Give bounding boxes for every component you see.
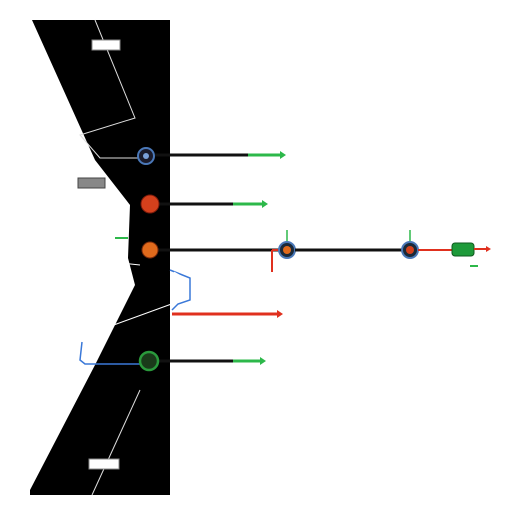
green-battery-icon[interactable]: [451, 242, 475, 257]
gray-tag: [77, 177, 106, 189]
row3-left-bracket: [104, 237, 141, 266]
row2-arrowhead: [262, 200, 268, 208]
red-node-icon[interactable]: [140, 194, 160, 214]
orange-node-icon[interactable]: [141, 241, 159, 259]
badge-arrowhead: [486, 246, 491, 252]
row4-white-bracket: [99, 271, 189, 331]
black-panel: [30, 20, 170, 495]
green-ring-node-icon[interactable]: [138, 350, 160, 372]
row1-arrowhead: [280, 151, 286, 159]
bottom-label-box: [88, 458, 120, 470]
row4-blue-bracket: [169, 269, 191, 311]
wire-bottom: [91, 389, 141, 496]
row4-arrowhead: [277, 310, 283, 318]
top-label-box: [91, 39, 121, 51]
wire-top: [79, 19, 138, 159]
row5-blue-bracket: [79, 341, 140, 365]
row5-arrowhead: [260, 357, 266, 365]
